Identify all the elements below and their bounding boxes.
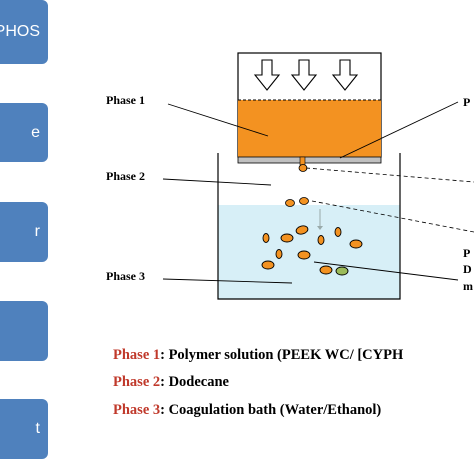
- legend-phase3: Phase 3: Coagulation bath (Water/Ethanol…: [113, 402, 381, 419]
- downward-arrows-icon: [253, 59, 359, 91]
- sidebar-item-label: t: [35, 420, 40, 437]
- leader-phase2: [162, 178, 272, 186]
- legend-phase-name: Phase 3: [113, 402, 161, 418]
- sidebar-item-5[interactable]: t: [0, 399, 48, 459]
- drop-path-arrow-icon: [317, 226, 323, 230]
- leader-right-top: [339, 101, 459, 159]
- orifice-plate: [237, 156, 382, 164]
- legend-phase-name: Phase 2: [113, 374, 161, 390]
- sidebar-item-label: PHOS: [0, 23, 40, 40]
- leader-right-mid: [313, 261, 459, 281]
- label-right-mid-1: P: [463, 246, 470, 260]
- legend-phase1: Phase 1: Polymer solution (PEEK WC/ [CYP…: [113, 347, 403, 364]
- label-right-top: P: [463, 95, 470, 109]
- zoom-line: [305, 167, 474, 183]
- leader-phase3: [162, 278, 293, 284]
- legend-phase-name: Phase 1: [113, 347, 161, 363]
- sidebar-item-label: r: [34, 223, 40, 240]
- legend-phase2: Phase 2: Dodecane: [113, 374, 229, 391]
- legend-phase-text: : Polymer solution (PEEK WC/ [CYPH: [160, 347, 404, 363]
- droplet: [285, 199, 295, 207]
- sidebar-item-4[interactable]: [0, 301, 48, 361]
- container-walls: [217, 153, 401, 300]
- label-phase3: Phase 3: [106, 269, 145, 283]
- leader-phase1: [167, 103, 269, 137]
- label-right-mid-3: m: [463, 279, 473, 293]
- nozzle: [299, 156, 306, 166]
- capsules: [261, 225, 363, 276]
- label-phase1: Phase 1: [106, 93, 145, 107]
- label-phase2: Phase 2: [106, 169, 145, 183]
- forming-droplet: [298, 164, 308, 172]
- label-right-mid-2: D: [463, 262, 472, 276]
- sidebar-item-2[interactable]: e: [0, 103, 48, 162]
- droplet: [299, 197, 309, 205]
- legend-phase-text: : Dodecane: [160, 374, 229, 390]
- legend-phase-text: : Coagulation bath (Water/Ethanol): [160, 402, 382, 418]
- sidebar-item-phos[interactable]: PHOS: [0, 0, 48, 64]
- polymer-solution: [238, 100, 381, 157]
- sidebar-item-label: e: [31, 123, 40, 141]
- coagulation-bath: [218, 205, 400, 299]
- sidebar-item-3[interactable]: r: [0, 202, 48, 262]
